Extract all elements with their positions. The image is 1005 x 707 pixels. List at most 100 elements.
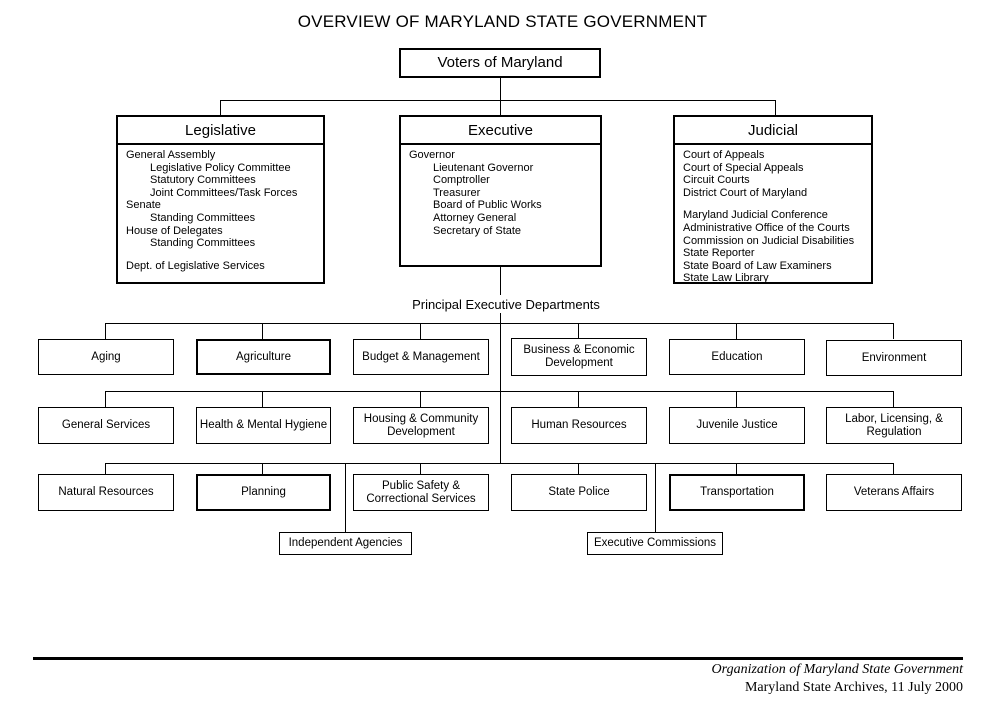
node-label: Independent Agencies (288, 537, 403, 550)
branch-item: Treasurer (433, 186, 481, 199)
connector-dept-drop-r2c2 (262, 391, 263, 407)
connector-dept-drop-r2c1 (105, 391, 106, 407)
connector-dept-drop-r2c6 (893, 391, 894, 407)
branch-items: Court of Appeals Court of Special Appeal… (675, 145, 871, 285)
connector-dept-drop-r3c6 (893, 463, 894, 474)
connector-branch-bus (220, 100, 776, 101)
connector-drop-legislative (220, 100, 221, 116)
connector-dept-row1-bus (105, 323, 894, 324)
branch-title: Judicial (675, 117, 871, 145)
dept-state-police[interactable]: State Police (511, 474, 647, 511)
dept-label: State Police (548, 486, 610, 499)
footer-divider (33, 657, 963, 660)
dept-label: Budget & Management (362, 350, 480, 363)
dept-natural-resources[interactable]: Natural Resources (38, 474, 174, 511)
branch-item: Comptroller (433, 174, 490, 187)
dept-veterans-affairs[interactable]: Veterans Affairs (826, 474, 962, 511)
connector-dept-drop-r1c3 (420, 323, 421, 339)
connector-dept-rail-r2-r3 (500, 391, 501, 463)
connector-dept-drop-r1c6 (893, 323, 894, 339)
dept-housing-community-development[interactable]: Housing & Community Development (353, 407, 489, 444)
connector-dept-drop-r3c1 (105, 463, 106, 474)
branch-item: State Law Library (683, 272, 769, 285)
section-label-principal-executive-departments: Principal Executive Departments (355, 297, 657, 312)
dept-business-economic-development[interactable]: Business & Economic Development (511, 338, 647, 376)
dept-transportation[interactable]: Transportation (669, 474, 805, 511)
branch-item: Dept. of Legislative Services (126, 259, 265, 272)
branch-item: Circuit Courts (683, 174, 750, 187)
dept-label: Education (711, 350, 763, 363)
dept-agriculture[interactable]: Agriculture (196, 339, 331, 375)
page-title: OVERVIEW OF MARYLAND STATE GOVERNMENT (297, 12, 708, 31)
branch-item: House of Delegates (126, 224, 223, 237)
dept-label: Health & Mental Hygiene (199, 419, 328, 432)
branch-item: Lieutenant Governor (433, 161, 534, 174)
branch-item: State Reporter (683, 247, 755, 260)
connector-drop-executive-commissions (655, 463, 656, 532)
connector-dept-drop-r1c5 (736, 323, 737, 339)
connector-dept-row2-bus (105, 391, 894, 392)
branch-item: Senate (126, 199, 161, 212)
connector-executive-trunk-upper (500, 267, 501, 295)
dept-planning[interactable]: Planning (196, 474, 331, 511)
connector-drop-independent-agencies (345, 463, 346, 532)
connector-drop-judicial (775, 100, 776, 116)
dept-budget-management[interactable]: Budget & Management (353, 339, 489, 375)
connector-dept-drop-r3c3 (420, 463, 421, 474)
node-label: Executive Commissions (593, 537, 717, 550)
footer-document-title: Organization of Maryland State Governmen… (711, 662, 963, 677)
dept-label: Aging (91, 350, 121, 363)
branch-items: General Assembly Legislative Policy Comm… (118, 145, 323, 272)
connector-dept-row3-bus (105, 463, 894, 464)
branch-item-spacer (683, 199, 871, 209)
dept-labor-licensing-regulation[interactable]: Labor, Licensing, & Regulation (826, 407, 962, 444)
dept-label: Planning (241, 486, 286, 499)
branch-item: Administrative Office of the Courts (683, 221, 850, 234)
branch-judicial[interactable]: Judicial Court of Appeals Court of Speci… (673, 115, 873, 284)
branch-item: Statutory Committees (150, 174, 256, 187)
connector-dept-drop-r2c3 (420, 391, 421, 407)
connector-dept-drop-r3c4 (578, 463, 579, 474)
branch-title: Legislative (118, 117, 323, 145)
connector-dept-drop-r1c4 (578, 323, 579, 338)
dept-general-services[interactable]: General Services (38, 407, 174, 444)
branch-item: Legislative Policy Committee (150, 161, 291, 174)
node-voters-of-maryland[interactable]: Voters of Maryland (399, 48, 601, 78)
dept-label: Business & Economic Development (523, 344, 635, 369)
branch-item: Standing Committees (150, 211, 256, 224)
connector-root-drop (500, 78, 501, 100)
dept-label: Natural Resources (58, 486, 154, 499)
connector-dept-drop-r2c5 (736, 391, 737, 407)
dept-environment[interactable]: Environment (826, 340, 962, 376)
node-independent-agencies[interactable]: Independent Agencies (279, 532, 412, 555)
connector-dept-drop-r1c2 (262, 323, 263, 339)
dept-aging[interactable]: Aging (38, 339, 174, 375)
branch-item: Court of Special Appeals (683, 161, 804, 174)
connector-drop-executive (500, 100, 501, 116)
dept-public-safety-correctional-services[interactable]: Public Safety & Correctional Services (353, 474, 489, 511)
node-executive-commissions[interactable]: Executive Commissions (587, 532, 723, 555)
connector-dept-rail-r1-r2 (500, 323, 501, 391)
dept-health-mental-hygiene[interactable]: Health & Mental Hygiene (196, 407, 331, 444)
branch-item: Maryland Judicial Conference (683, 209, 828, 222)
dept-label: Transportation (700, 486, 774, 499)
branch-executive[interactable]: Executive Governor Lieutenant Governor C… (399, 115, 602, 267)
connector-dept-drop-r2c4 (578, 391, 579, 407)
connector-dept-drop-r1c1 (105, 323, 106, 339)
node-label: Voters of Maryland (437, 53, 563, 71)
dept-label: General Services (61, 419, 151, 432)
branch-title: Executive (401, 117, 600, 145)
dept-juvenile-justice[interactable]: Juvenile Justice (669, 407, 805, 444)
branch-item: Board of Public Works (433, 199, 542, 212)
dept-human-resources[interactable]: Human Resources (511, 407, 647, 444)
dept-label: Environment (861, 351, 927, 364)
dept-label: Veterans Affairs (853, 486, 935, 499)
branch-item: District Court of Maryland (683, 186, 808, 199)
dept-education[interactable]: Education (669, 339, 805, 375)
branch-legislative[interactable]: Legislative General Assembly Legislative… (116, 115, 325, 284)
branch-items: Governor Lieutenant Governor Comptroller… (401, 145, 600, 237)
branch-item: Commission on Judicial Disabilities (683, 234, 855, 247)
branch-item: Joint Committees/Task Forces (150, 186, 298, 199)
branch-item: Governor (409, 149, 455, 161)
